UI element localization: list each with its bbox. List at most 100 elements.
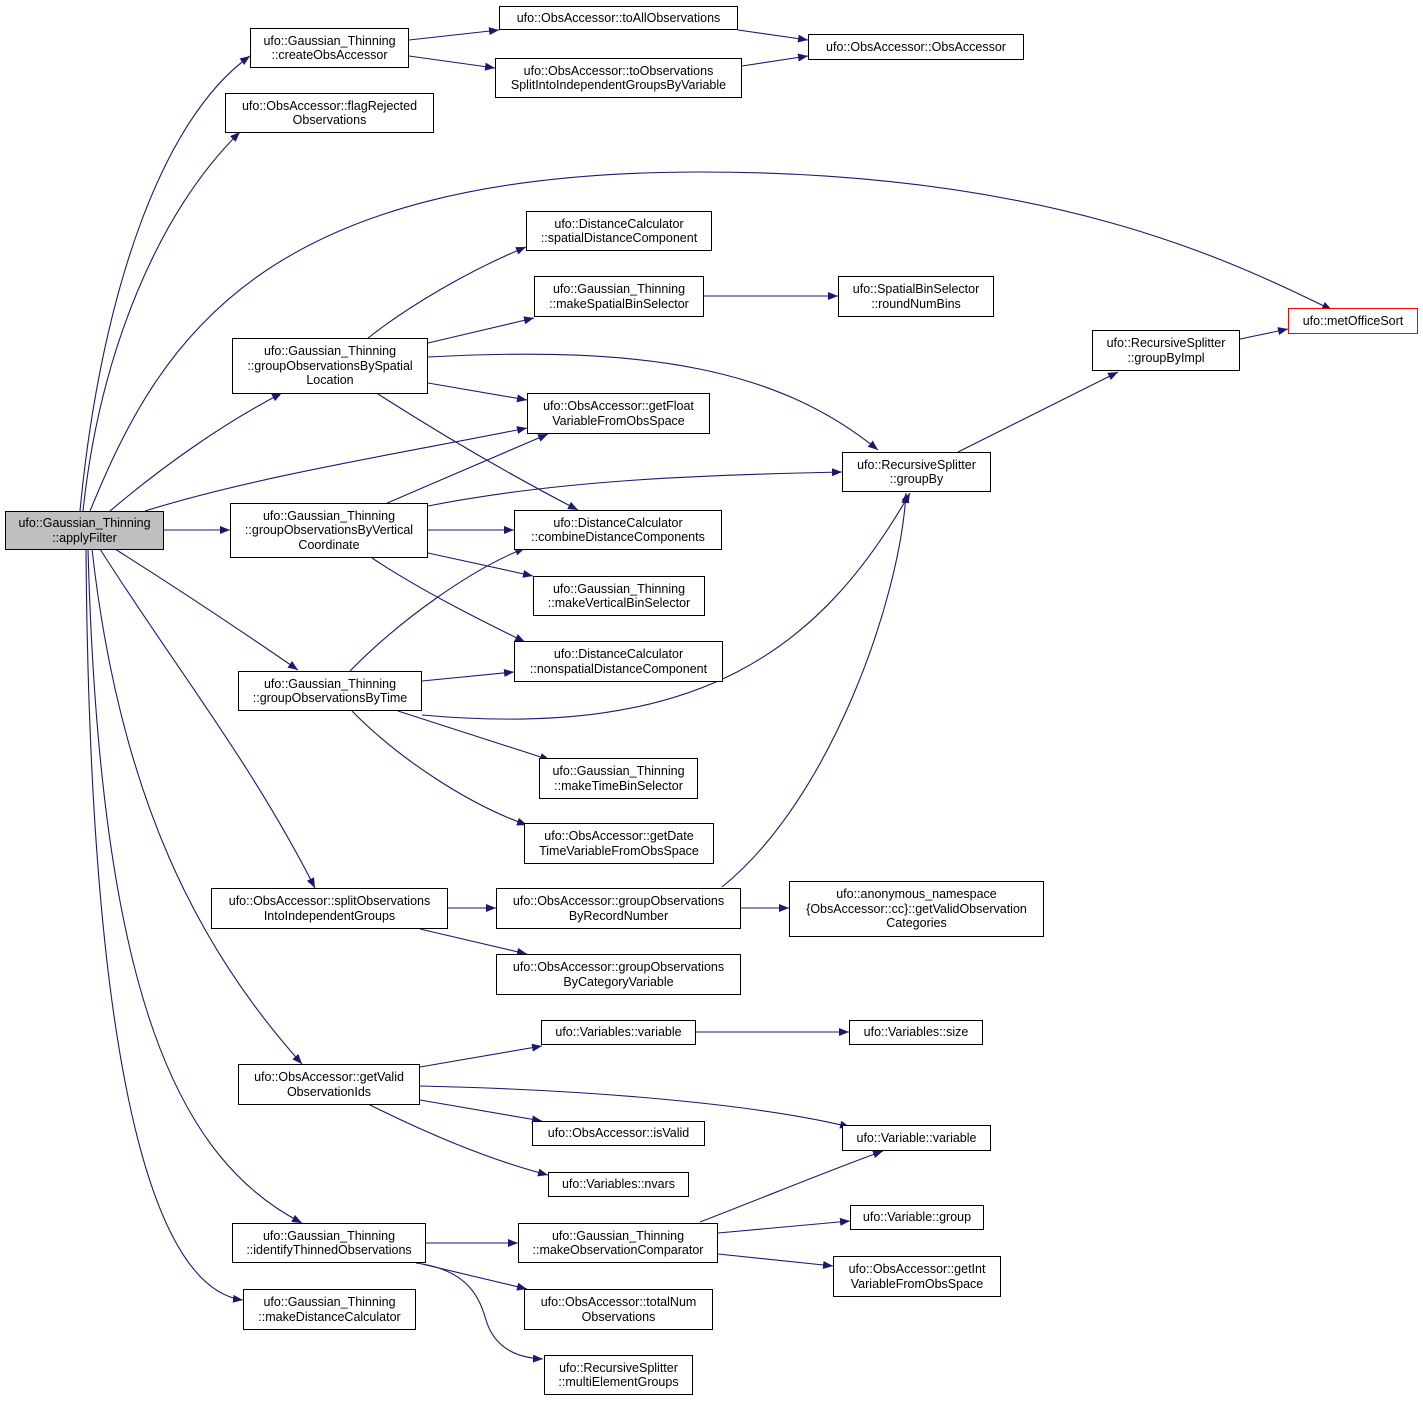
node-create-obs-accessor[interactable]: ufo::Gaussian_Thinning::createObsAccesso… <box>250 28 409 68</box>
node-label: ::makeTimeBinSelector <box>554 778 683 793</box>
node-label: ufo::Gaussian_Thinning <box>18 516 151 530</box>
edge-comparator-variablevariable <box>699 1150 884 1223</box>
node-label: ::roundNumBins <box>871 296 961 311</box>
edge-applyfilter-flagrejected <box>82 131 241 512</box>
node-label: {ObsAccessor::cc}::getValidObservation <box>806 901 1027 916</box>
node-make-vertical-bin-selector[interactable]: ufo::Gaussian_Thinning::makeVerticalBinS… <box>533 576 705 616</box>
node-nonspatial-distance-component[interactable]: ufo::DistanceCalculator::nonspatialDista… <box>514 641 723 682</box>
edge-applyfilter-getfloat <box>144 426 528 512</box>
node-label: ::groupObservationsByTime <box>252 691 408 705</box>
edge-time-maketimebin <box>397 710 551 761</box>
edge-time-nonspatial <box>421 668 515 682</box>
node-label: ufo::Gaussian_Thinning <box>262 1228 396 1243</box>
node-group-by[interactable]: ufo::RecursiveSplitter::groupBy <box>842 452 991 492</box>
node-label: ufo::Variable::variable <box>856 1130 977 1145</box>
node-make-observation-comparator[interactable]: ufo::Gaussian_Thinning::makeObservationC… <box>518 1223 718 1263</box>
node-group-by-impl[interactable]: ufo::RecursiveSplitter::groupByImpl <box>1092 330 1240 371</box>
edge-time-combine <box>349 547 526 672</box>
node-to-all-observations[interactable]: ufo::ObsAccessor::toAllObservations <box>499 6 738 30</box>
node-variable-variable[interactable]: ufo::Variable::variable <box>842 1125 991 1151</box>
node-label: ufo::Gaussian_Thinning <box>263 344 397 359</box>
edge-time-getdatetime <box>351 710 528 826</box>
node-label: IntoIndependentGroups <box>263 908 396 923</box>
node-label: ufo::ObsAccessor::isValid <box>547 1126 690 1141</box>
node-variables-size[interactable]: ufo::Variables::size <box>849 1020 983 1045</box>
node-make-distance-calculator[interactable]: ufo::Gaussian_Thinning::makeDistanceCalc… <box>243 1289 416 1330</box>
node-label: VariableFromObsSpace <box>552 413 685 428</box>
node-make-spatial-bin-selector[interactable]: ufo::Gaussian_Thinning::makeSpatialBinSe… <box>534 276 704 317</box>
node-multi-element-groups[interactable]: ufo::RecursiveSplitter::multiElementGrou… <box>544 1355 693 1395</box>
node-label: ufo::Gaussian_Thinning <box>552 581 686 596</box>
edge-applyfilter-grouptime <box>114 548 299 671</box>
node-group-by-spatial-location[interactable]: ufo::Gaussian_Thinning::groupObservation… <box>232 338 428 394</box>
edge-validids-nvars <box>367 1103 549 1177</box>
node-label: ufo::Variables::variable <box>555 1025 682 1040</box>
edge-spatial-groupby <box>427 353 879 451</box>
node-variables-variable[interactable]: ufo::Variables::variable <box>541 1020 696 1045</box>
edge-comparator-getint <box>717 1253 834 1269</box>
edge-create-tosplit <box>408 55 496 71</box>
edge-vertical-groupby <box>427 468 843 507</box>
node-label: ByRecordNumber <box>568 908 669 923</box>
node-get-valid-observation-categories[interactable]: ufo::anonymous_namespace{ObsAccessor::cc… <box>789 881 1044 937</box>
node-label: Observations <box>292 113 367 127</box>
node-is-valid[interactable]: ufo::ObsAccessor::isValid <box>532 1121 705 1146</box>
edge-applyfilter-getvalidids <box>91 548 303 1065</box>
edge-applyfilter-identifythinned <box>87 548 303 1224</box>
node-make-time-bin-selector[interactable]: ufo::Gaussian_Thinning::makeTimeBinSelec… <box>539 758 698 799</box>
node-variables-nvars[interactable]: ufo::Variables::nvars <box>548 1172 689 1197</box>
node-identify-thinned[interactable]: ufo::Gaussian_Thinning::identifyThinnedO… <box>232 1223 426 1263</box>
node-met-office-sort[interactable]: ufo::metOfficeSort <box>1288 308 1418 334</box>
node-label: ufo::Gaussian_Thinning <box>263 1295 396 1309</box>
node-label: ufo::ObsAccessor::getInt <box>848 1262 986 1276</box>
edge-split-groupbycategory <box>419 928 528 956</box>
node-label: ::groupBy <box>889 472 944 486</box>
node-label: ufo::Gaussian_Thinning <box>263 33 396 48</box>
node-group-by-time[interactable]: ufo::Gaussian_Thinning::groupObservation… <box>238 671 422 711</box>
edge-create-toall <box>408 27 500 41</box>
edge-comparator-variablegroup <box>717 1217 851 1234</box>
node-label: ::nonspatialDistanceComponent <box>529 661 708 676</box>
node-label: ::makeDistanceCalculator <box>258 1309 401 1324</box>
node-label: ObservationIds <box>286 1084 372 1099</box>
node-label: ufo::ObsAccessor::totalNum <box>540 1295 697 1309</box>
node-obs-accessor-ctor[interactable]: ufo::ObsAccessor::ObsAccessor <box>808 34 1024 60</box>
node-spatial-distance-component[interactable]: ufo::DistanceCalculator::spatialDistance… <box>526 211 712 251</box>
edge-validids-variablesvariable <box>419 1043 543 1068</box>
node-label: ufo::Gaussian_Thinning <box>552 764 685 778</box>
node-label: ufo::Gaussian_Thinning <box>551 1228 685 1243</box>
node-label: ufo::Variable::group <box>862 1210 972 1225</box>
node-round-num-bins[interactable]: ufo::SpatialBinSelector::roundNumBins <box>838 276 994 317</box>
edge-vertical-makeverticalbin <box>427 552 534 578</box>
node-label: ufo::ObsAccessor::toObservations <box>523 63 714 78</box>
node-label: ::applyFilter <box>52 530 117 545</box>
node-label: ::makeSpatialBinSelector <box>549 296 689 311</box>
node-label: VariableFromObsSpace <box>850 1276 984 1291</box>
edge-groupbyimpl-metofficesort <box>1239 327 1289 340</box>
node-label: ::groupByImpl <box>1127 350 1205 365</box>
node-label: ::groupObservationsByVertical <box>244 523 414 538</box>
node-label: ufo::ObsAccessor::groupObservations <box>512 894 725 908</box>
node-variable-group[interactable]: ufo::Variable::group <box>850 1205 984 1230</box>
node-group-by-vertical[interactable]: ufo::Gaussian_Thinning::groupObservation… <box>230 503 428 558</box>
node-label: ufo::Variables::size <box>863 1025 969 1040</box>
node-label: ufo::ObsAccessor::toAllObservations <box>516 10 721 25</box>
node-label: Coordinate <box>298 537 360 552</box>
node-apply-filter[interactable]: ufo::Gaussian_Thinning::applyFilter <box>5 511 164 550</box>
node-label: ufo::Variables::nvars <box>561 1177 676 1192</box>
node-label: ufo::RecursiveSplitter <box>559 1360 678 1375</box>
node-combine-distance-components[interactable]: ufo::DistanceCalculator::combineDistance… <box>514 510 722 550</box>
node-label: ufo::DistanceCalculator <box>553 515 683 530</box>
